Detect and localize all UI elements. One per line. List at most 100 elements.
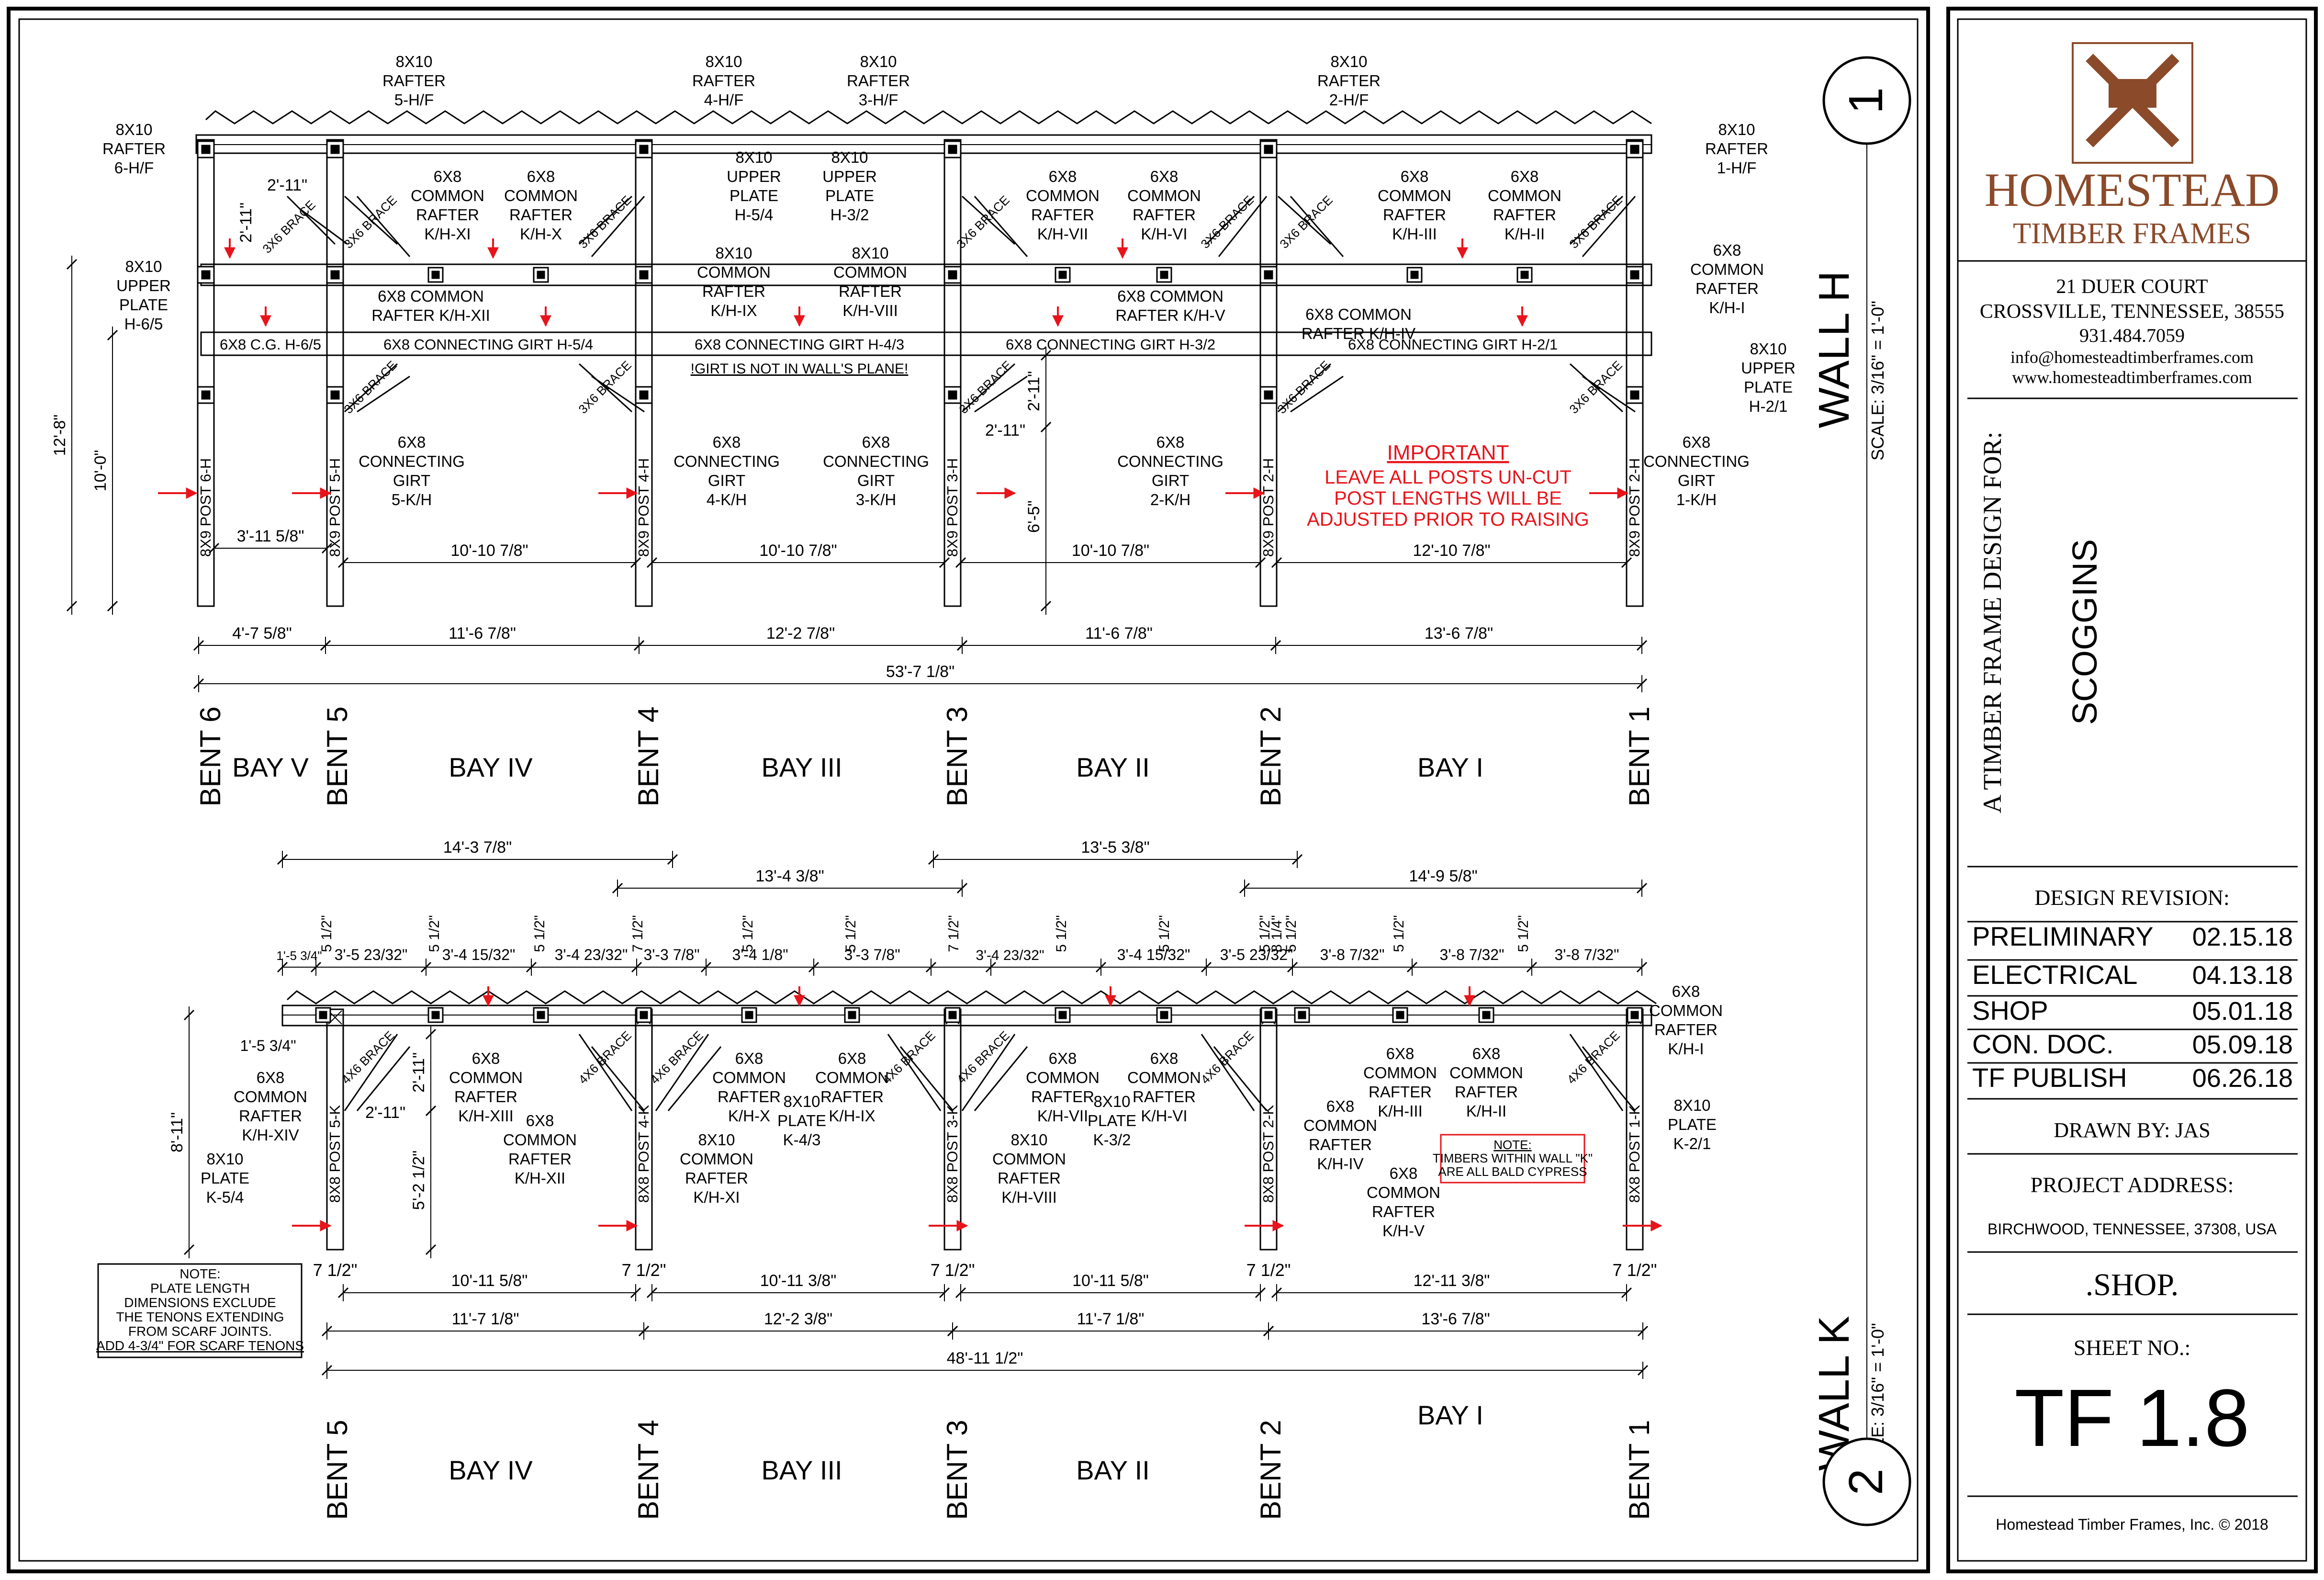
client-name: SCOGGINS — [2066, 539, 2104, 725]
brace — [887, 1034, 942, 1111]
member-label: 6X8 — [1156, 433, 1185, 451]
member-label: K/H-III — [1392, 225, 1437, 243]
post-label: 8X8 POST 4-K — [635, 1105, 652, 1203]
rafter-end-mark — [537, 271, 545, 279]
bay-label: BAY I — [1417, 1400, 1483, 1430]
rafter-end-mark — [943, 386, 962, 404]
post-label: 8X8 POST 5-K — [326, 1105, 343, 1203]
rafter-end-mark — [1520, 271, 1529, 279]
member-label: 6X8 — [735, 1050, 763, 1067]
member-label: K/H-VII — [1037, 225, 1088, 243]
member-label: K-4/3 — [783, 1131, 821, 1149]
dimension-label: 1'-5 3/4" — [240, 1037, 296, 1054]
member-label: 6X8 — [1150, 168, 1179, 185]
brace — [286, 195, 336, 245]
member-label: K-5/4 — [206, 1188, 244, 1206]
brace — [1569, 1034, 1624, 1111]
connecting-girt — [200, 331, 1652, 356]
rafter-end-mark — [201, 390, 211, 400]
rafter-end-mark — [431, 1011, 440, 1019]
dimension-label: 3'-11 5/8" — [237, 527, 304, 545]
rafter-end-mark — [1264, 145, 1273, 154]
rafter-end-mark — [330, 390, 340, 400]
rafter-end-mark — [431, 271, 440, 279]
rafter-end-mark — [537, 1011, 545, 1019]
post-label: 8X9 POST 2-H — [1626, 458, 1643, 557]
member-label: RAFTER — [509, 206, 573, 224]
dimension-label: 3'-3 7/8" — [844, 946, 900, 963]
member-label: COMMON — [1026, 1069, 1100, 1086]
wall-number: 2 — [1839, 1468, 1893, 1495]
girt-label: 6X8 CONNECTING GIRT H-4/3 — [695, 336, 904, 353]
bent-label: BENT 2 — [1255, 1420, 1287, 1520]
member-label: COMMON — [1026, 187, 1100, 204]
member-label: 8X10 — [1093, 1093, 1130, 1110]
brace — [1218, 196, 1268, 257]
dimension-label: 7 1/2" — [931, 1260, 975, 1280]
dimension-label: 11'-7 1/8" — [452, 1310, 519, 1328]
dimension-label: 3'-4 1/8" — [732, 946, 788, 963]
member-label: CONNECTING — [1117, 452, 1224, 470]
bent-label: BENT 5 — [321, 1420, 353, 1520]
member-label: 2-K/H — [1150, 491, 1190, 508]
post — [326, 139, 344, 607]
dimension-label: 7 1/2" — [313, 1260, 358, 1280]
member-label: 6X8 — [472, 1050, 500, 1067]
brace — [1582, 1046, 1636, 1111]
member-label: COMMON — [712, 1069, 786, 1086]
dimension-label: 5 1/2" — [1283, 915, 1299, 952]
member-label: RAFTER — [1654, 1021, 1718, 1038]
rafter-end-mark — [1294, 1007, 1310, 1023]
member-label: 5-K/H — [392, 491, 432, 508]
member-label: K/H-X — [520, 225, 562, 243]
member-label: K/H-XI — [424, 225, 471, 243]
member-label: COMMON — [1303, 1117, 1377, 1134]
member-label: RAFTER K/H-XII — [371, 306, 490, 324]
member-label: 6X8 — [713, 433, 741, 451]
dimension-label: 12'-11 3/8" — [1414, 1272, 1490, 1290]
member-label: RAFTER — [1133, 206, 1196, 224]
phone: 931.484.7059 — [2079, 325, 2185, 346]
cypress-note-line: TIMBERS WITHIN WALL "K" — [1433, 1151, 1593, 1165]
brace — [1201, 1034, 1255, 1111]
member-label: 6X8 — [1049, 1050, 1077, 1067]
rafter-end-mark — [201, 270, 211, 280]
cypress-note-title: NOTE: — [1493, 1138, 1531, 1152]
dimension-label: 3'-5 23/32" — [1220, 946, 1293, 963]
member-label: 2-H/F — [1329, 91, 1369, 109]
member-label: 8X10 — [125, 258, 162, 275]
rafter-end-mark — [745, 1011, 753, 1019]
member-label: PLATE — [825, 187, 874, 204]
dimension-label: 3'-3 7/8" — [643, 946, 699, 963]
brace — [591, 375, 645, 413]
member-label: 6-H/F — [114, 159, 154, 177]
member-label: COMMON — [697, 263, 771, 281]
rafter-end-mark — [640, 1011, 648, 1019]
post-label: 8X9 POST 6-H — [197, 458, 214, 557]
member-label: RAFTER — [1695, 280, 1759, 297]
member-label: 6X8 COMMON — [1305, 305, 1412, 323]
girt-label: 6X8 CONNECTING GIRT H-3/2 — [1006, 336, 1215, 353]
dimension-label: 12'-10 7/8" — [1413, 542, 1490, 560]
revision-date: 05.09.18 — [2192, 1030, 2293, 1059]
plate-note-line: PLATE LENGTH — [150, 1281, 250, 1296]
important-line: ADJUSTED PRIOR TO RAISING — [1307, 509, 1589, 530]
rafter-end-mark — [533, 1007, 549, 1023]
member-label: COMMON — [1363, 1064, 1437, 1082]
member-label: 8X10 — [698, 1131, 735, 1149]
member-label: 8X10 — [783, 1093, 820, 1110]
brace — [578, 1034, 633, 1111]
dimension-label: 5 1/2" — [1391, 915, 1407, 952]
plate-note-line: FROM SCARF JOINTS. — [128, 1324, 272, 1339]
dimension-label: 2'-11" — [267, 176, 307, 194]
member-label: RAFTER — [702, 282, 765, 300]
member-label: CONNECTING — [1643, 452, 1750, 470]
brace — [1290, 375, 1344, 413]
sheet-heading: SHEET NO.: — [2074, 1335, 2191, 1360]
member-label: K/H-V — [1382, 1222, 1425, 1240]
brace — [1205, 195, 1255, 245]
member-label: 8X10 — [1330, 53, 1367, 70]
member-label: COMMON — [449, 1069, 523, 1086]
email: info@homesteadtimberframes.com — [2010, 348, 2254, 367]
